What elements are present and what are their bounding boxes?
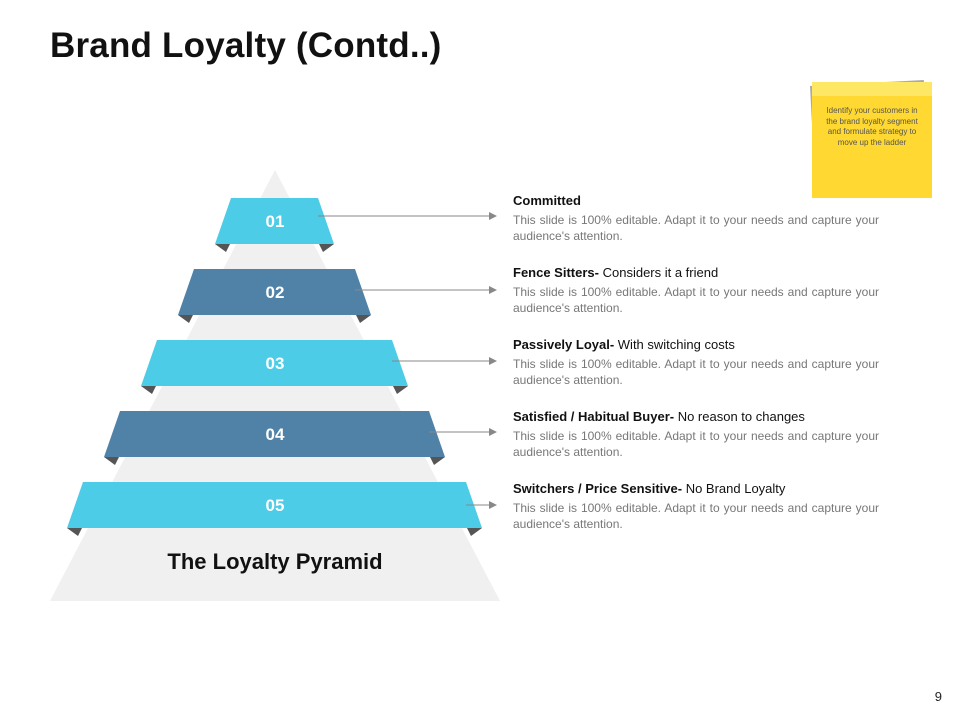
band-04-arrowhead xyxy=(489,428,497,436)
band-03-number: 03 xyxy=(266,354,285,373)
item-fence-sitters: Fence Sitters- Considers it a friend Thi… xyxy=(513,265,879,316)
band-02-arrowhead xyxy=(489,286,497,294)
item-heading: Committed xyxy=(513,193,879,209)
band-04-left-fold xyxy=(104,457,119,465)
item-description: This slide is 100% editable. Adapt it to… xyxy=(513,285,879,315)
band-02-shape xyxy=(178,269,371,315)
band-05-number: 05 xyxy=(266,496,285,515)
band-02-number: 02 xyxy=(266,283,285,302)
band-01-number: 01 xyxy=(266,212,285,231)
item-subtitle: No reason to changes xyxy=(674,409,805,424)
item-switchers-price-sensitive: Switchers / Price Sensitive- No Brand Lo… xyxy=(513,481,879,532)
item-committed: Committed This slide is 100% editable. A… xyxy=(513,193,879,244)
band-04-number: 04 xyxy=(266,425,285,444)
band-04-shape xyxy=(104,411,445,457)
pyramid-band-02[interactable]: 02 xyxy=(178,269,497,323)
band-03-right-fold xyxy=(393,386,408,394)
item-description: This slide is 100% editable. Adapt it to… xyxy=(513,429,879,459)
page-number: 9 xyxy=(934,689,942,704)
item-description: This slide is 100% editable. Adapt it to… xyxy=(513,213,879,243)
item-subtitle: Considers it a friend xyxy=(598,265,719,280)
item-title: Satisfied / Habitual Buyer- xyxy=(513,409,675,424)
pyramid-band-05[interactable]: 05 xyxy=(67,482,497,536)
pyramid-label: The Loyalty Pyramid xyxy=(167,549,382,574)
band-02-left-fold xyxy=(178,315,193,323)
band-03-left-fold xyxy=(141,386,156,394)
sticky-note-text: Identify your customers in the brand loy… xyxy=(826,106,918,147)
item-heading: Passively Loyal- With switching costs xyxy=(513,337,879,353)
band-01-shape xyxy=(215,198,334,244)
item-title: Switchers / Price Sensitive- xyxy=(513,481,683,496)
band-05-right-fold xyxy=(467,528,482,536)
sticky-note-top-strip xyxy=(812,82,932,98)
slide-title: Brand Loyalty (Contd..) xyxy=(50,26,442,65)
band-01-right-fold xyxy=(319,244,334,252)
item-heading: Fence Sitters- Considers it a friend xyxy=(513,265,879,281)
band-05-shape xyxy=(67,482,482,528)
band-01-left-fold xyxy=(215,244,230,252)
item-title: Committed xyxy=(513,193,581,208)
item-heading: Switchers / Price Sensitive- No Brand Lo… xyxy=(513,481,879,497)
pyramid-band-04[interactable]: 04 xyxy=(104,411,497,465)
band-02-right-fold xyxy=(356,315,371,323)
item-title: Fence Sitters- xyxy=(513,265,599,280)
item-subtitle: With switching costs xyxy=(614,337,735,352)
pyramid-band-03[interactable]: 03 xyxy=(141,340,497,394)
item-title: Passively Loyal- xyxy=(513,337,615,352)
sticky-note-paper: Identify your customers in the brand loy… xyxy=(812,96,932,198)
item-description: This slide is 100% editable. Adapt it to… xyxy=(513,501,879,531)
pyramid-band-01[interactable]: 01 xyxy=(215,198,497,252)
item-heading: Satisfied / Habitual Buyer- No reason to… xyxy=(513,409,879,425)
item-passively-loyal: Passively Loyal- With switching costs Th… xyxy=(513,337,879,388)
band-04-right-fold xyxy=(430,457,445,465)
band-05-arrowhead xyxy=(489,501,497,509)
band-03-shape xyxy=(141,340,408,386)
item-description: This slide is 100% editable. Adapt it to… xyxy=(513,357,879,387)
band-01-arrowhead xyxy=(489,212,497,220)
item-subtitle: No Brand Loyalty xyxy=(682,481,786,496)
sticky-note: Identify your customers in the brand loy… xyxy=(806,80,934,200)
band-03-arrowhead xyxy=(489,357,497,365)
band-05-left-fold xyxy=(67,528,82,536)
item-satisfied-habitual-buyer: Satisfied / Habitual Buyer- No reason to… xyxy=(513,409,879,460)
